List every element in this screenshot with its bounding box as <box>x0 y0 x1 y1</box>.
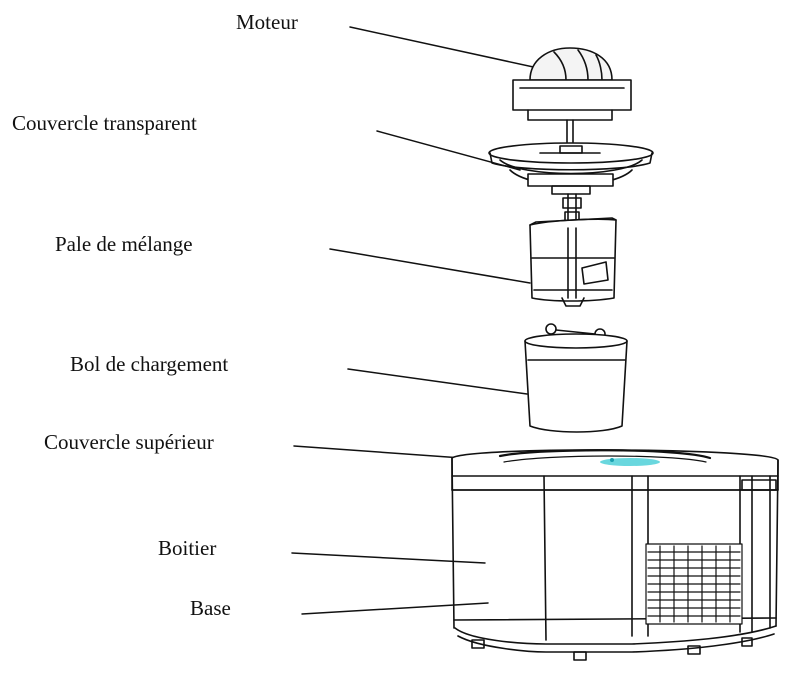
control-panel-dot <box>610 458 614 462</box>
label-couvercle-superieur: Couvercle supérieur <box>44 430 214 454</box>
motor-part <box>512 47 632 143</box>
label-bol-de-chargement: Bol de chargement <box>70 352 229 376</box>
leader-moteur <box>349 26 539 69</box>
transparent-lid-part <box>488 142 654 195</box>
label-pale-de-melange: Pale de mélange <box>55 232 193 256</box>
label-boitier: Boitier <box>158 536 217 560</box>
leader-pale <box>329 248 531 284</box>
leader-base <box>301 602 489 615</box>
label-moteur: Moteur <box>236 10 298 34</box>
control-panel-light <box>600 458 660 466</box>
vent-grille <box>645 543 743 625</box>
leader-couvercle-superieur <box>293 445 463 459</box>
leader-bol <box>347 368 528 395</box>
label-couvercle-transparent: Couvercle transparent <box>12 111 197 135</box>
leader-boitier <box>291 552 486 564</box>
mixing-paddle-part <box>529 193 617 307</box>
loading-bowl-part <box>524 323 628 433</box>
leader-lines <box>291 26 539 615</box>
label-base: Base <box>190 596 231 620</box>
